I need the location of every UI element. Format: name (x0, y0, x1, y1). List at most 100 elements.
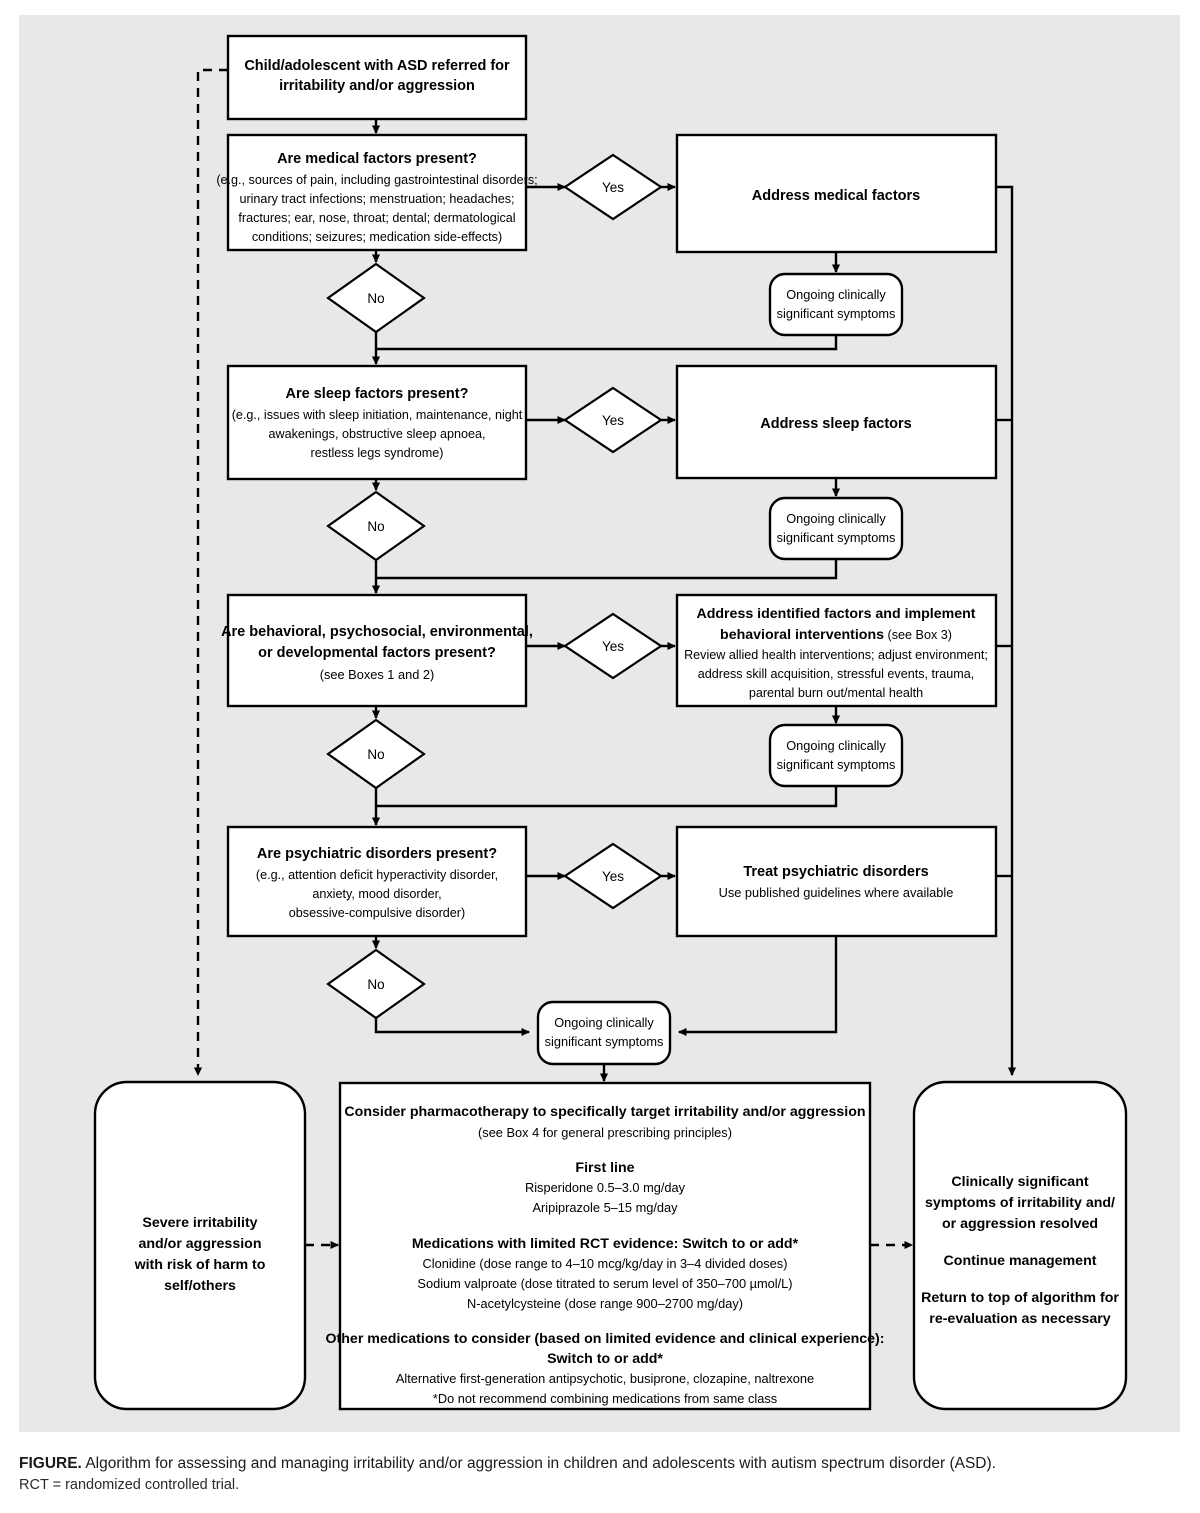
start-line-2: irritability and/or aggression (279, 78, 475, 94)
address-medical-factors-title: Address medical factors (752, 188, 920, 204)
caption-text: Algorithm for assessing and managing irr… (81, 1455, 996, 1472)
decision-yes-sleep[interactable] (563, 386, 663, 454)
decision-yes-behavioral-label: Yes (602, 639, 624, 654)
resolved-return-line-1: Return to top of algorithm for (921, 1290, 1119, 1306)
edge-psychiatric-action-to-bottom-ongoing (677, 936, 838, 1037)
node-ongoing-symptoms-2[interactable] (768, 496, 904, 561)
figure-caption: FIGURE. Algorithm for assessing and mana… (19, 1452, 1189, 1497)
node-ongoing-symptoms-3[interactable] (768, 723, 904, 788)
limited-rct-label: Medications with limited RCT evidence: S… (412, 1236, 799, 1252)
start-line-1: Child/adolescent with ASD referred for (244, 58, 510, 74)
behavioral-action-line-1: Review allied health interventions; adju… (684, 648, 988, 662)
edge-ongoing1-loopback (376, 335, 838, 351)
severe-line-4: self/others (164, 1278, 236, 1294)
ongoing-3-line-1: Ongoing clinically (786, 738, 886, 753)
caption-label: FIGURE. (19, 1455, 82, 1472)
decision-no-medical[interactable] (326, 262, 426, 334)
node-address-medical-factors[interactable] (675, 133, 998, 254)
resolved-return-line-2: re-evaluation as necessary (929, 1311, 1110, 1327)
connectors (193, 68, 1017, 1250)
caption-abbreviation: RCT = randomized controlled trial. (19, 1477, 240, 1494)
ongoing-3-line-2: significant symptoms (777, 757, 896, 772)
ongoing-bottom-line-2: significant symptoms (545, 1034, 664, 1049)
behavioral-action-title-b: behavioral interventions (see Box 3) (720, 627, 952, 643)
pharmacotherapy-heading: Consider pharmacotherapy to specifically… (344, 1104, 865, 1120)
node-behavioral-question[interactable] (226, 593, 528, 708)
behavioral-question-note: (see Boxes 1 and 2) (320, 667, 435, 682)
node-sleep-question[interactable] (226, 364, 528, 481)
node-severe-irritability[interactable] (93, 1080, 307, 1411)
decision-no-sleep-label: No (367, 519, 384, 534)
edge-ongoing3-loopback (376, 786, 838, 808)
psychiatric-question-line-1: (e.g., attention deficit hyperactivity d… (256, 868, 498, 882)
ongoing-bottom-line-1: Ongoing clinically (554, 1015, 654, 1030)
severe-line-3: with risk of harm to (134, 1257, 266, 1273)
other-label-b: Switch to or add* (547, 1351, 663, 1367)
medical-question-title: Are medical factors present? (277, 151, 477, 167)
ongoing-1-line-2: significant symptoms (777, 306, 896, 321)
decision-yes-medical[interactable] (563, 153, 663, 221)
decision-yes-sleep-label: Yes (602, 413, 624, 428)
treat-psychiatric-title: Treat psychiatric disorders (743, 864, 928, 880)
severe-line-2: and/or aggression (139, 1236, 262, 1252)
decision-no-behavioral[interactable] (326, 718, 426, 790)
sleep-question-title: Are sleep factors present? (286, 386, 469, 402)
decision-yes-psychiatric[interactable] (563, 842, 663, 910)
edge-ongoing2-loopback (376, 559, 838, 580)
treat-psychiatric-line-1: Use published guidelines where available (719, 885, 954, 900)
node-address-sleep-factors[interactable] (675, 364, 998, 480)
node-symptoms-resolved[interactable] (912, 1080, 1128, 1411)
resolved-line-2: symptoms of irritability and/ (925, 1195, 1115, 1211)
node-pharmacotherapy[interactable] (338, 1081, 872, 1411)
decision-no-psychiatric[interactable] (326, 948, 426, 1020)
other-item-1: Alternative first-generation antipsychot… (396, 1371, 814, 1386)
other-label-a: Other medications to consider (based on … (326, 1331, 885, 1347)
resolved-line-1: Clinically significant (951, 1174, 1088, 1190)
decision-no-psychiatric-label: No (367, 977, 384, 992)
medical-question-line-3: fractures; ear, nose, throat; dental; de… (238, 211, 515, 225)
behavioral-question-line-2: or developmental factors present? (258, 645, 496, 661)
sleep-question-line-2: awakenings, obstructive sleep apnoea, (268, 427, 485, 441)
limited-rct-item-2: Sodium valproate (dose titrated to serum… (417, 1276, 792, 1291)
node-psychiatric-question[interactable] (226, 825, 528, 938)
edge-no-to-bottom-ongoing (374, 1018, 531, 1037)
psychiatric-question-line-2: anxiety, mood disorder, (312, 887, 441, 901)
decision-no-sleep[interactable] (326, 490, 426, 562)
psychiatric-question-title: Are psychiatric disorders present? (257, 846, 497, 862)
medical-question-line-4: conditions; seizures; medication side-ef… (252, 230, 502, 244)
node-ongoing-symptoms-1[interactable] (768, 272, 904, 337)
decision-yes-behavioral[interactable] (563, 612, 663, 680)
address-sleep-factors-title: Address sleep factors (760, 416, 912, 432)
first-line-label: First line (575, 1160, 634, 1176)
first-line-item-1: Risperidone 0.5–3.0 mg/day (525, 1180, 686, 1195)
limited-rct-item-1: Clonidine (dose range to 4–10 mcg/kg/day… (423, 1256, 788, 1271)
edge-dashed-start-to-severe (193, 68, 228, 1077)
first-line-item-2: Aripiprazole 5–15 mg/day (532, 1200, 678, 1215)
node-address-behavioral-factors[interactable] (675, 593, 998, 708)
node-treat-psychiatric-disorders[interactable] (675, 825, 998, 938)
sleep-question-line-3: restless legs syndrome) (311, 446, 444, 460)
sleep-question-line-1: (e.g., issues with sleep initiation, mai… (232, 408, 523, 422)
resolved-line-3: or aggression resolved (942, 1216, 1098, 1232)
behavioral-question-line-1: Are behavioral, psychosocial, environmen… (221, 624, 533, 640)
ongoing-2-line-2: significant symptoms (777, 530, 896, 545)
decision-no-medical-label: No (367, 291, 384, 306)
behavioral-action-title-a: Address identified factors and implement (696, 606, 975, 622)
behavioral-action-line-3: parental burn out/mental health (749, 686, 923, 700)
psychiatric-question-line-3: obsessive-compulsive disorder) (289, 906, 465, 920)
behavioral-action-line-2: address skill acquisition, stressful eve… (698, 667, 974, 681)
medical-question-line-2: urinary tract infections; menstruation; … (239, 192, 514, 206)
severe-line-1: Severe irritability (142, 1215, 257, 1231)
pharmacotherapy-subheading: (see Box 4 for general prescribing princ… (478, 1125, 732, 1140)
node-start[interactable] (226, 34, 528, 121)
decision-no-behavioral-label: No (367, 747, 384, 762)
decision-yes-medical-label: Yes (602, 180, 624, 195)
node-ongoing-symptoms-bottom[interactable] (536, 1000, 672, 1066)
node-medical-question[interactable] (226, 133, 528, 252)
edge-right-return-trunk (996, 185, 1017, 1077)
caption-main: FIGURE. Algorithm for assessing and mana… (19, 1452, 1189, 1475)
behavioral-action-title-b-tail: (see Box 3) (884, 628, 952, 642)
ongoing-2-line-1: Ongoing clinically (786, 511, 886, 526)
